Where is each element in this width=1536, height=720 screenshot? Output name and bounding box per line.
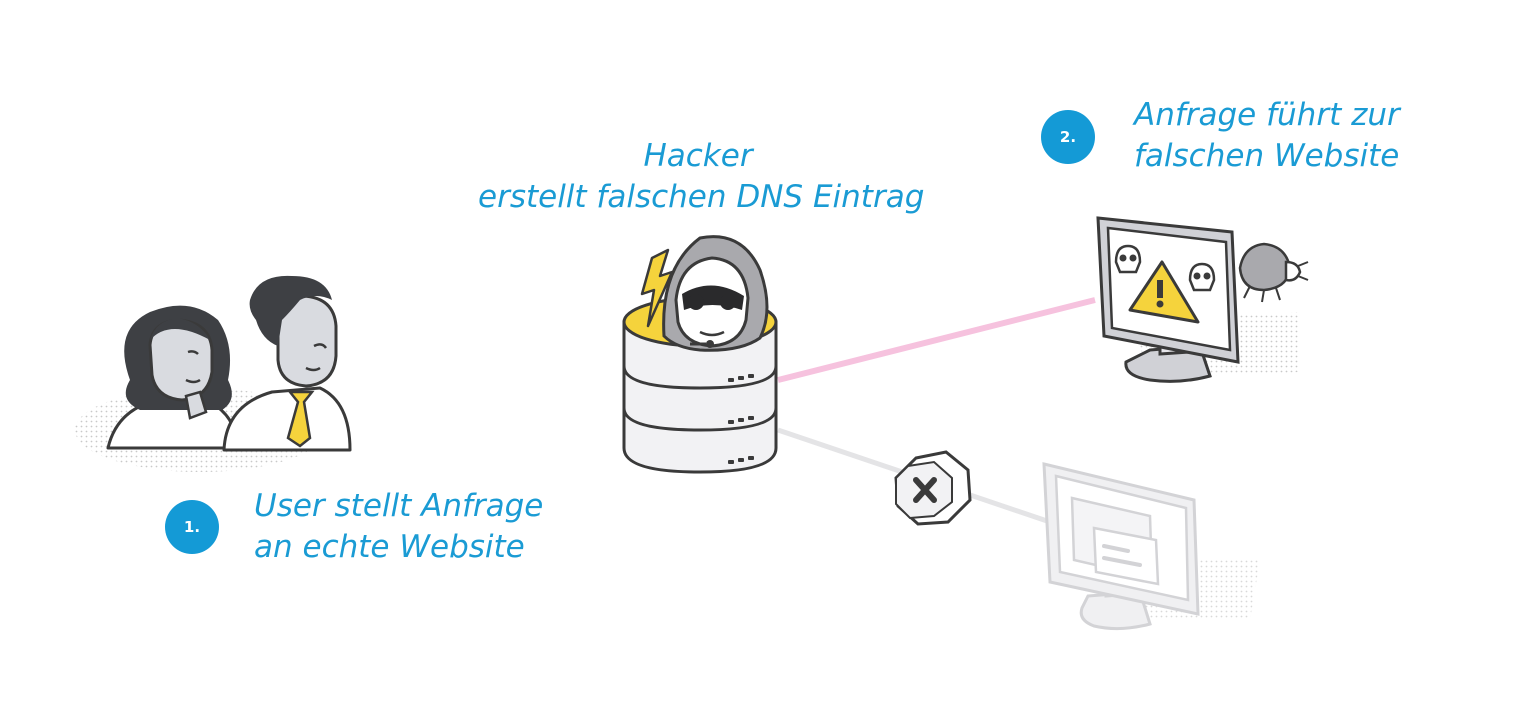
redirect-label-line1: Anfrage führt zur: [1134, 97, 1400, 133]
redirect-label: Anfrage führt zur falschen Website: [1134, 95, 1400, 177]
user-label-line1: User stellt Anfrage: [254, 488, 544, 524]
bug-icon: [1238, 242, 1309, 303]
hacker-label-line1: Hacker: [643, 138, 753, 174]
hooded-hacker-icon: [662, 235, 769, 352]
step-badge-1: 1.: [165, 500, 219, 554]
real-website-monitor-icon: [1042, 462, 1260, 631]
malicious-monitor-icon: [1096, 216, 1300, 383]
step-badge-2: 2.: [1041, 110, 1095, 164]
people-icon: [75, 275, 352, 472]
hacker-label: Hacker erstellt falschen DNS Eintrag: [478, 136, 925, 218]
hacker-label-line2: erstellt falschen DNS Eintrag: [478, 179, 925, 215]
redirect-label-line2: falschen Website: [1134, 138, 1400, 174]
link-server-to-fake-site: [777, 297, 1096, 383]
blocked-x-icon: [894, 450, 972, 526]
user-label: User stellt Anfrage an echte Website: [254, 486, 543, 568]
lightning-icon: [640, 248, 674, 328]
user-label-line2: an echte Website: [254, 529, 525, 565]
